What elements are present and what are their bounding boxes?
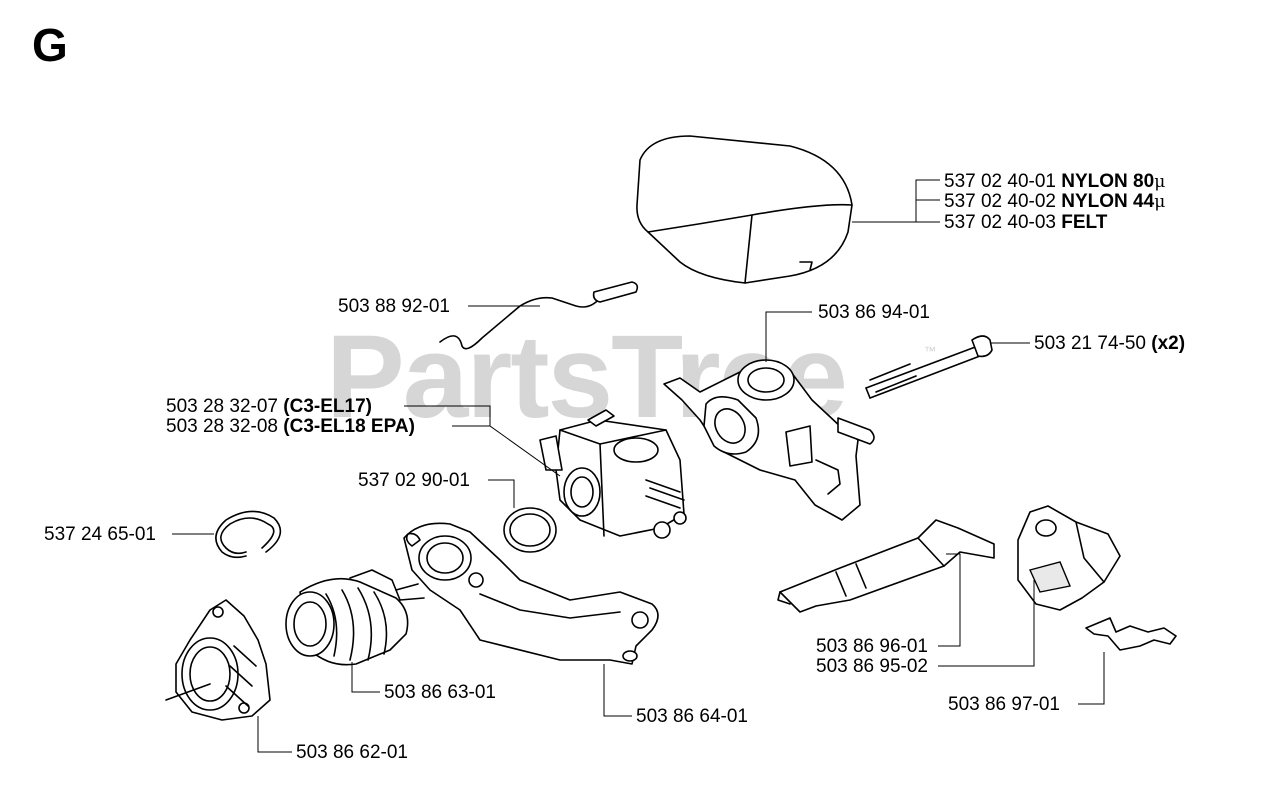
part-label-537-02-40-01: 537 02 40-01 NYLON 80μ	[944, 171, 1166, 193]
part-label-503-86-97-01: 503 86 97-01	[948, 694, 1060, 715]
part-label-537-24-65-01: 537 24 65-01	[44, 524, 156, 545]
spring-clip-drawing	[1085, 617, 1177, 651]
intake-arm-drawing	[403, 522, 659, 665]
air-filter-drawing	[636, 135, 853, 284]
part-label-537-02-90-01: 537 02 90-01	[358, 470, 470, 491]
part-label-537-02-40-03: 537 02 40-03 FELT	[944, 212, 1108, 233]
retaining-ring-drawing	[215, 510, 282, 559]
carb-holder-drawing	[663, 359, 875, 521]
part-label-503-86-63-01: 503 86 63-01	[384, 682, 496, 703]
carburetor-drawing	[539, 409, 687, 539]
watermark-trademark: ™	[924, 344, 936, 358]
gasket-drawing	[503, 507, 557, 553]
leader-lines	[172, 179, 1105, 753]
part-label-503-28-32-08: 503 28 32-08 (C3-EL18 EPA)	[166, 416, 415, 437]
part-label-503-21-74-50: 503 21 74-50 (x2)	[1034, 333, 1186, 354]
part-label-503-86-64-01: 503 86 64-01	[636, 706, 748, 727]
choke-bracket-drawing	[1017, 505, 1121, 611]
part-label-503-86-94-01: 503 86 94-01	[818, 302, 930, 323]
intake-bellows-drawing	[285, 569, 425, 666]
part-label-503-86-62-01: 503 86 62-01	[296, 742, 408, 763]
part-label-503-28-32-07: 503 28 32-07 (C3-EL17)	[166, 396, 372, 417]
part-label-503-86-95-02: 503 86 95-02	[816, 656, 928, 677]
throttle-rod-drawing	[777, 519, 995, 613]
bolt-drawing	[865, 335, 993, 399]
part-label-503-88-92-01: 503 88 92-01	[338, 296, 450, 317]
intake-flange-drawing	[165, 599, 271, 721]
wire-rod-drawing	[439, 281, 639, 350]
part-label-537-02-40-02: 537 02 40-02 NYLON 44μ	[944, 191, 1166, 213]
section-letter: G	[32, 19, 68, 71]
part-label-503-86-96-01: 503 86 96-01	[816, 636, 928, 657]
